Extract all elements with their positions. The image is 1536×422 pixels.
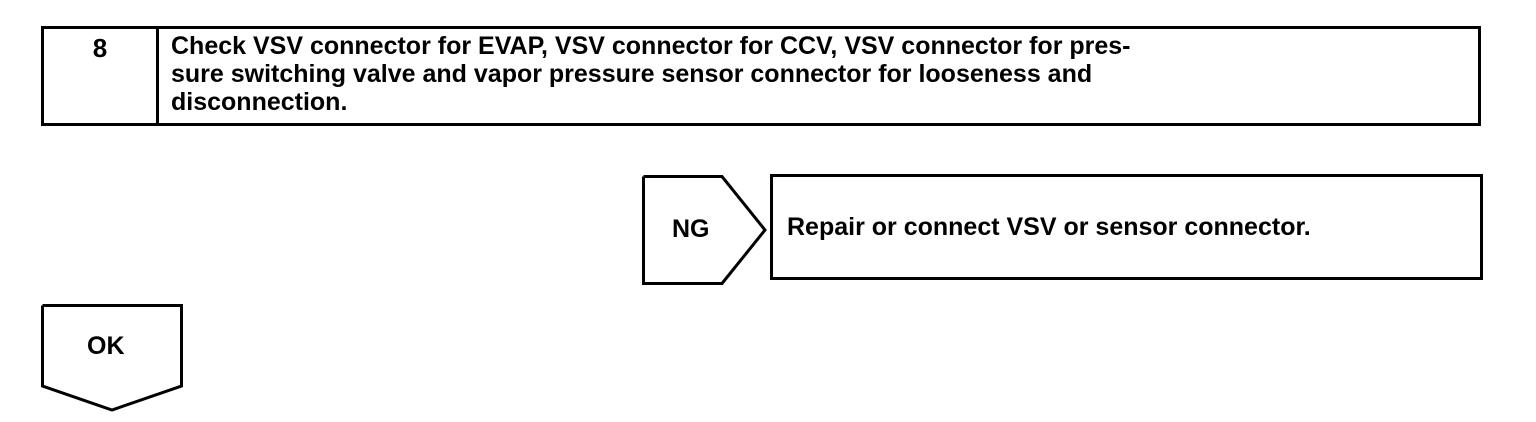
- ng-action-text: Repair or connect VSV or sensor connecto…: [787, 212, 1311, 241]
- ng-label: NG: [672, 215, 710, 243]
- ok-label: OK: [87, 332, 125, 360]
- ok-arrow-tag: [41, 304, 183, 412]
- step-number: 8: [44, 29, 159, 123]
- step-box: 8 Check VSV connector for EVAP, VSV conn…: [41, 26, 1481, 126]
- ng-action-box: Repair or connect VSV or sensor connecto…: [770, 174, 1483, 280]
- ng-arrow-tag: [642, 175, 767, 285]
- step-instruction: Check VSV connector for EVAP, VSV connec…: [171, 32, 1131, 116]
